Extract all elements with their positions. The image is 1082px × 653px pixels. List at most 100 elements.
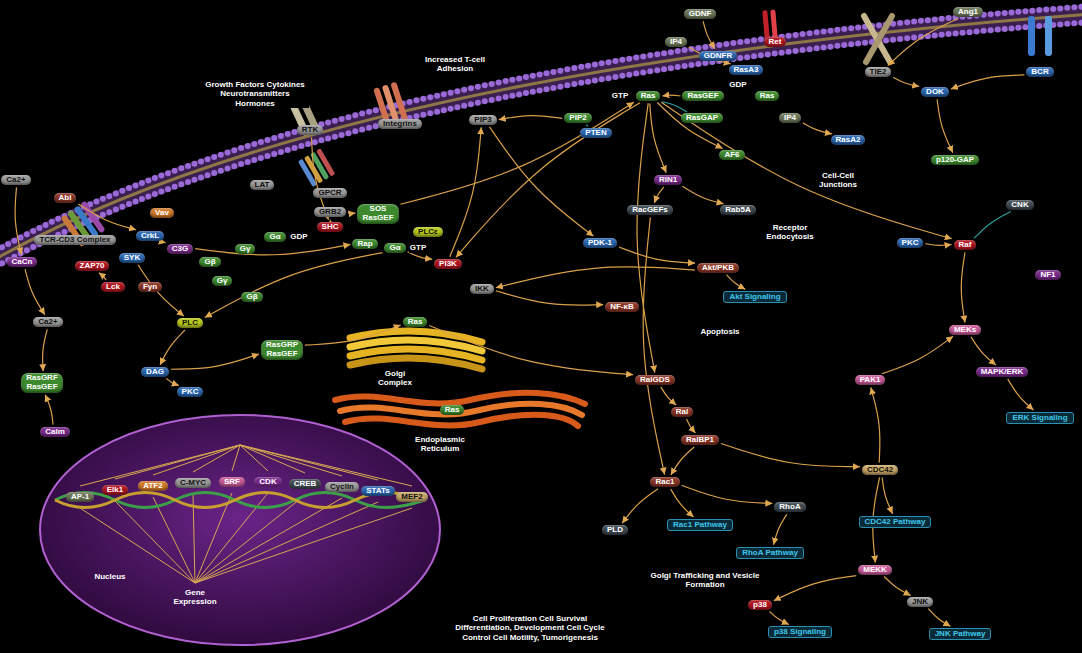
signal-arrow xyxy=(682,186,723,204)
signal-node: Gα xyxy=(264,232,285,243)
signal-arrow xyxy=(619,247,695,263)
signal-arrow xyxy=(496,267,695,288)
node-text: Ras xyxy=(445,406,460,415)
signal-arrow xyxy=(703,21,715,49)
node-text: MEF2 xyxy=(401,493,422,502)
node-text: C-MYC xyxy=(180,479,206,488)
node-text: Ral xyxy=(676,408,688,417)
node-text: DOK xyxy=(926,88,944,97)
node-text: RasGEF xyxy=(687,92,718,101)
signal-node: RIN1 xyxy=(654,175,682,186)
signal-arrow xyxy=(925,244,951,246)
signal-arrow xyxy=(43,329,48,371)
nucleus-fan xyxy=(80,445,412,583)
pathway-node: Rac1 Pathway xyxy=(667,519,733,532)
signal-arrow xyxy=(499,116,563,120)
node-text: Fyn xyxy=(143,283,157,292)
signal-node: PDK-1 xyxy=(583,238,617,249)
signal-node: Elk1 xyxy=(102,485,128,496)
node-text: Ras xyxy=(641,92,656,101)
signal-node: Fyn xyxy=(138,282,162,293)
signal-node: Gγ xyxy=(235,244,256,255)
signal-node: PIP2 xyxy=(564,113,591,124)
pathway-node: RhoA Pathway xyxy=(736,547,804,560)
signal-node: RalGDS xyxy=(635,375,675,386)
signal-node: SHC xyxy=(317,222,344,233)
node-text: IP4 xyxy=(670,38,682,47)
signal-node: PAK1 xyxy=(855,375,886,386)
node-text: GDNF xyxy=(689,10,712,19)
bcr-receptor xyxy=(1028,16,1052,56)
signal-arrow xyxy=(205,253,383,318)
node-text: Gα xyxy=(389,244,400,253)
node-text: AP-1 xyxy=(71,493,89,502)
node-text: Ca2+ xyxy=(6,176,25,185)
signal-node: Ral xyxy=(671,407,693,418)
signal-node: Ret xyxy=(764,37,787,48)
signal-arrow xyxy=(400,102,633,204)
signal-node: IKK xyxy=(470,284,494,295)
membrane-core xyxy=(0,14,1082,262)
signal-node: p120-GAP xyxy=(931,155,979,166)
signal-node: GDNF xyxy=(684,9,717,20)
signal-arrow xyxy=(951,75,1025,89)
node-text: Rac1 Pathway xyxy=(673,521,727,530)
annotation-text: GTP xyxy=(611,91,629,100)
signal-node: PLD xyxy=(602,525,628,536)
signal-node: AP-1 xyxy=(66,492,94,503)
signal-node: RasA3 xyxy=(729,65,764,76)
annotation-text: Gene Expression xyxy=(164,588,226,606)
node-text: PLCε xyxy=(418,228,438,237)
signal-arrow xyxy=(496,291,603,305)
signal-node: Rap xyxy=(352,239,377,250)
node-text: ERK Signaling xyxy=(1012,414,1067,423)
node-text: RasGAP xyxy=(686,114,718,123)
signal-arrow xyxy=(721,443,860,466)
signal-arrow xyxy=(882,477,892,513)
signal-node: JNK xyxy=(907,597,933,608)
signal-arrow xyxy=(654,187,663,203)
signal-node: C3G xyxy=(167,244,193,255)
signal-node: Akt/PKB xyxy=(697,263,739,274)
inhibition-line xyxy=(586,125,588,127)
signal-node: RalBP1 xyxy=(681,435,719,446)
annotation-text: Apoptosis xyxy=(699,327,740,336)
node-text: RhoA Pathway xyxy=(742,549,798,558)
signal-arrow xyxy=(682,485,773,503)
node-text: Cyclin xyxy=(330,483,354,492)
node-text: Elk1 xyxy=(107,486,123,495)
signal-arrow xyxy=(893,77,919,86)
signal-arrow xyxy=(166,378,179,385)
membrane-beads xyxy=(0,22,1082,270)
node-text: Lck xyxy=(106,283,120,292)
node-text: Rac1 xyxy=(655,478,674,487)
node-text: Rap xyxy=(357,240,372,249)
signal-arrow xyxy=(774,514,787,545)
signal-node: MAPK/ERK xyxy=(976,367,1029,378)
signal-node: Ras xyxy=(403,317,428,328)
signal-node: ZAP70 xyxy=(75,261,110,272)
signal-arrow xyxy=(971,337,996,365)
annotation-text: Growth Factors Cytokines Neurotransmitte… xyxy=(202,80,309,108)
node-text: p38 xyxy=(753,601,767,610)
signal-node: PLCε xyxy=(413,227,443,238)
node-text: CREB xyxy=(294,480,317,489)
signal-node: GDNFR xyxy=(699,51,737,62)
node-text: PLC xyxy=(182,319,198,328)
node-text: C3G xyxy=(172,245,188,254)
signal-arrow xyxy=(871,387,880,462)
signal-node: Calm xyxy=(40,427,70,438)
node-text: TCR-CD3 Complex xyxy=(39,236,110,245)
pathway-node: CDC42 Pathway xyxy=(859,516,932,529)
signal-node: TCR-CD3 Complex xyxy=(34,235,115,246)
node-text: Ca2+ xyxy=(38,318,57,327)
signal-node: Ras xyxy=(636,91,661,102)
node-text: RasGEF xyxy=(26,383,58,392)
node-text: RTK xyxy=(302,126,318,135)
annotation-text: GTP xyxy=(409,243,427,252)
node-text: ZAP70 xyxy=(80,262,105,271)
signal-node: MEKK xyxy=(858,565,892,576)
node-text: SHC xyxy=(322,223,339,232)
